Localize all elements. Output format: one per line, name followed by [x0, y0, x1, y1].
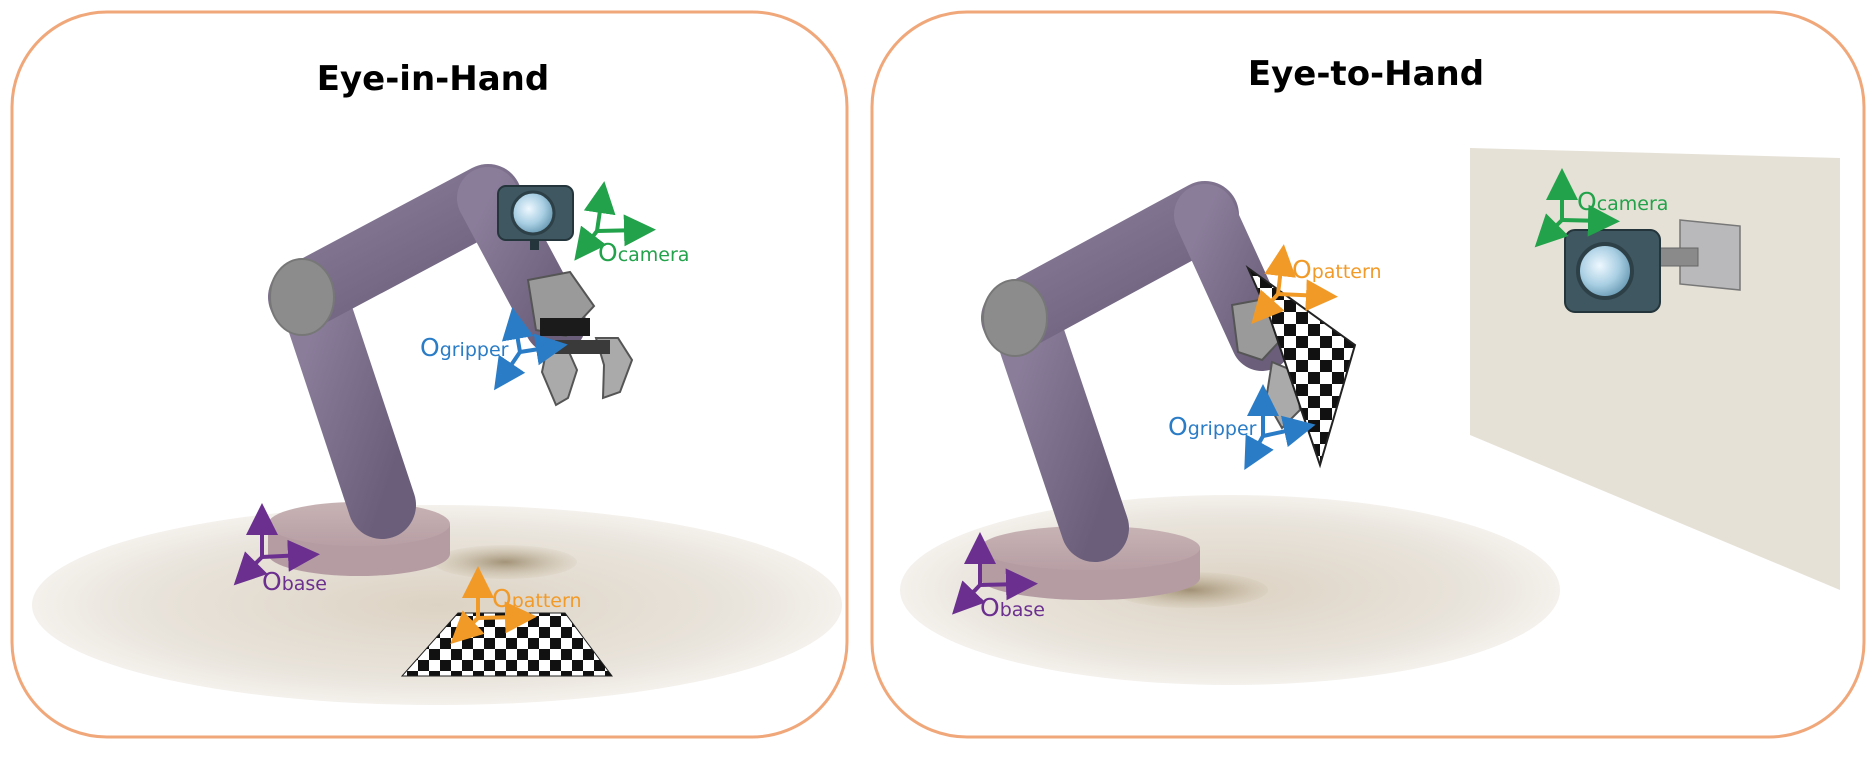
frame-pattern: Opattern — [450, 566, 582, 644]
frame-pattern: Opattern — [1251, 244, 1382, 324]
frame-subscript: gripper — [440, 339, 509, 361]
frame-letter: O — [262, 567, 282, 596]
frame-label-camera: Ocamera — [1577, 187, 1668, 216]
frame-subscript: pattern — [512, 590, 582, 612]
frame-base: Obase — [233, 503, 327, 596]
floor-shadow — [433, 545, 577, 579]
frame-gripper: Ogripper — [1168, 384, 1316, 471]
frame-subscript: base — [1000, 599, 1045, 621]
frame-subscript: camera — [1597, 193, 1669, 215]
wall-camera — [1564, 219, 1741, 313]
frame-letter: O — [1577, 187, 1597, 216]
frame-subscript: base — [282, 573, 327, 595]
frame-subscript: camera — [618, 244, 690, 266]
panel-title: Eye-to-Hand — [1248, 54, 1484, 94]
frame-letter: O — [1168, 412, 1188, 441]
frame-subscript: pattern — [1312, 261, 1382, 283]
frame-subscript: gripper — [1188, 418, 1257, 440]
frame-camera: Ocamera — [574, 181, 689, 267]
camera-lens — [510, 190, 556, 236]
frame-label-base: Obase — [980, 593, 1045, 622]
frame-label-pattern: Opattern — [492, 584, 582, 613]
frame-label-base: Obase — [262, 567, 327, 596]
frame-label-camera: Ocamera — [598, 238, 689, 267]
frame-base: Obase — [952, 532, 1045, 622]
elbow-joint — [269, 258, 335, 336]
frame-label-gripper: Ogripper — [1168, 412, 1257, 441]
wall — [1470, 148, 1840, 590]
hand-camera — [497, 185, 574, 250]
panel-eye-to-hand: Eye-to-Hand — [870, 10, 1866, 739]
elbow-joint — [982, 279, 1048, 357]
frame-letter: O — [598, 238, 618, 267]
frame-letter: O — [1292, 255, 1312, 284]
frame-letter: O — [492, 584, 512, 613]
frame-label-gripper: Ogripper — [420, 333, 509, 362]
frame-letter: O — [980, 593, 1000, 622]
frame-camera: Ocamera — [1534, 168, 1668, 248]
panel-eye-in-hand: Eye-in-Hand — [10, 10, 849, 739]
frame-gripper: Ogripper — [420, 307, 568, 391]
frame-label-pattern: Opattern — [1292, 255, 1382, 284]
gripper — [526, 270, 634, 407]
panel-title: Eye-in-Hand — [317, 59, 549, 99]
frame-letter: O — [420, 333, 440, 362]
camera-lens — [1576, 242, 1634, 300]
